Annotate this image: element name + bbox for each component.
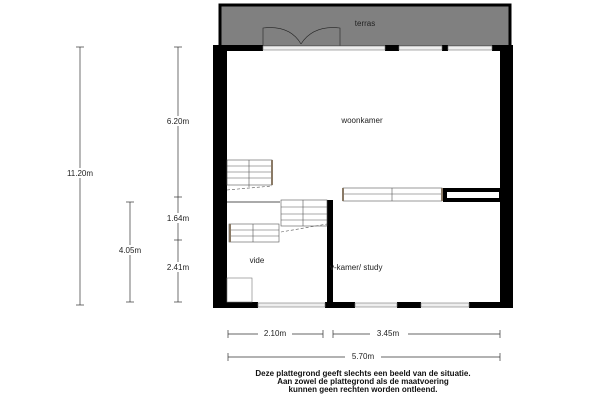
disclaimer-line-2: Aan zowel de plattegrond als de maatvoer…	[277, 377, 449, 386]
room-label-study: v-kamer/ study	[330, 263, 382, 272]
disclaimer-line-1: Deze plattegrond geeft slechts een beeld…	[255, 369, 470, 378]
disclaimer-line-3: kunnen geen rechten worden ontleend.	[289, 385, 438, 394]
dim-lower-segment: 2.41m	[167, 263, 190, 272]
dim-upper-segment: 6.20m	[167, 117, 190, 126]
windows	[257, 45, 493, 308]
dim-total-width: 5.70m	[352, 352, 375, 361]
dim-middle-segment: 1.64m	[167, 214, 190, 223]
terrace-doors	[262, 27, 341, 47]
closet	[226, 277, 253, 303]
dim-total-height: 11.20m	[67, 169, 93, 178]
room-label-woonkamer: woonkamer	[340, 116, 383, 125]
dim-lower-height: 4.05m	[119, 246, 142, 255]
room-label-terras: terras	[355, 19, 375, 28]
dim-right-width: 3.45m	[377, 329, 400, 338]
room-label-vide: vide	[250, 256, 265, 265]
stairs	[226, 159, 443, 243]
dim-left-width: 2.10m	[264, 329, 287, 338]
